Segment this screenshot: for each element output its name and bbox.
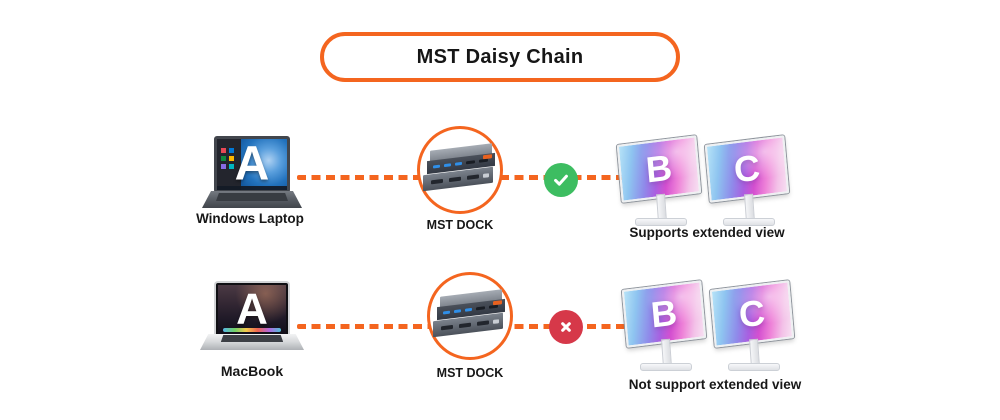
windows-start-menu-tiles bbox=[217, 139, 241, 190]
monitor-b: B bbox=[616, 135, 703, 226]
hdmi-port-icon bbox=[467, 174, 479, 180]
monitor-letter: B bbox=[644, 146, 674, 191]
macbook-screen: A bbox=[216, 283, 288, 336]
card-slot-icon bbox=[466, 160, 475, 165]
power-port-icon bbox=[493, 300, 502, 306]
source-label-macbook: MacBook bbox=[220, 363, 284, 379]
card-slot-icon bbox=[476, 306, 485, 311]
source-label-windows-laptop: Windows Laptop bbox=[196, 211, 304, 226]
monitor-screen: B bbox=[616, 135, 702, 203]
monitor-c: C bbox=[704, 135, 791, 226]
mst-dock-illustration bbox=[433, 289, 507, 341]
hdmi-port-icon bbox=[441, 324, 453, 331]
usb-port-icon bbox=[433, 164, 440, 169]
monitor-pair-row2: B C bbox=[621, 280, 796, 371]
monitor-letter: B bbox=[649, 291, 679, 336]
usb-port-icon bbox=[444, 163, 451, 168]
monitor-letter: C bbox=[737, 291, 767, 336]
power-port-icon bbox=[483, 154, 492, 160]
macbook-base bbox=[200, 334, 304, 350]
card-slot-icon bbox=[489, 304, 498, 309]
diagram-title-pill: MST Daisy Chain bbox=[320, 32, 680, 82]
cross-icon bbox=[549, 310, 583, 344]
source-screen-letter: A bbox=[236, 284, 268, 334]
result-label-supported: Supports extended view bbox=[629, 225, 785, 240]
monitor-b: B bbox=[621, 280, 708, 371]
windows-laptop-illustration: A bbox=[202, 136, 302, 214]
usb-port-icon bbox=[455, 161, 462, 166]
hdmi-port-icon bbox=[449, 176, 461, 183]
windows-wallpaper bbox=[241, 139, 287, 190]
monitor-screen: C bbox=[709, 280, 795, 348]
source-screen-letter: A bbox=[234, 137, 270, 191]
macos-dock-bar bbox=[223, 328, 281, 332]
usb-c-port-icon bbox=[493, 319, 499, 324]
monitor-letter: C bbox=[732, 146, 762, 191]
usb-port-icon bbox=[454, 309, 461, 314]
hdmi-port-icon bbox=[459, 322, 471, 329]
monitor-stand-base bbox=[640, 363, 692, 371]
hdmi-port-icon bbox=[477, 320, 489, 326]
monitor-c: C bbox=[709, 280, 796, 371]
dock-label-row1: MST DOCK bbox=[426, 218, 494, 232]
usb-port-icon bbox=[443, 310, 450, 315]
hdmi-port-icon bbox=[431, 178, 443, 185]
monitor-stand-base bbox=[728, 363, 780, 371]
result-label-not-supported: Not support extended view bbox=[628, 377, 802, 392]
dock-label-row2: MST DOCK bbox=[436, 366, 504, 380]
monitor-stand-base bbox=[723, 218, 775, 226]
usb-c-port-icon bbox=[483, 173, 489, 178]
windows-taskbar bbox=[217, 186, 287, 190]
windows-laptop-screen: A bbox=[214, 136, 290, 193]
mst-dock-highlight-circle-row2 bbox=[427, 272, 513, 360]
windows-laptop-base bbox=[202, 191, 302, 208]
mst-dock-highlight-circle-row1 bbox=[417, 126, 503, 214]
macbook-wallpaper bbox=[218, 285, 286, 334]
card-slot-icon bbox=[479, 158, 488, 163]
usb-port-icon bbox=[465, 307, 472, 312]
macbook-illustration: A bbox=[200, 283, 304, 363]
diagram-title: MST Daisy Chain bbox=[416, 45, 584, 68]
monitor-screen: B bbox=[621, 280, 707, 348]
monitor-stand-base bbox=[635, 218, 687, 226]
monitor-pair-row1: B C bbox=[616, 135, 791, 226]
check-icon bbox=[544, 163, 578, 197]
monitor-screen: C bbox=[704, 135, 790, 203]
mst-dock-illustration bbox=[423, 143, 497, 195]
